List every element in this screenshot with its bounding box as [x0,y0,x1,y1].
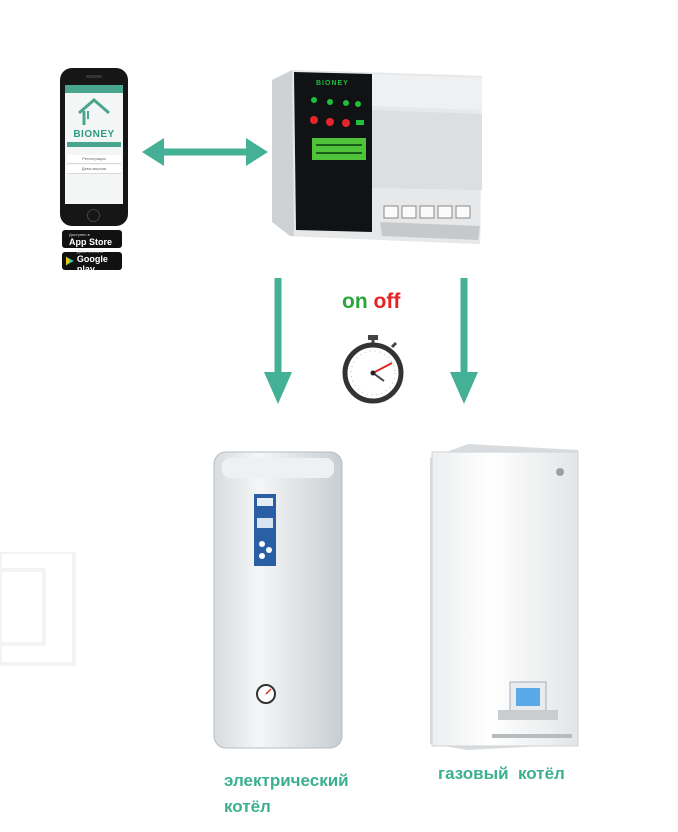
off-text: off [373,290,401,313]
phone-menu-item-register[interactable]: Регистрация [67,155,121,164]
google-play-badge[interactable]: ДОСТУПНО В Google play [62,248,122,274]
phone-home-button [87,209,100,222]
controller-brand: BIONEY [316,80,349,87]
electric-boiler-image [213,451,343,749]
gas-boiler-image [430,444,579,750]
on-off-label: on off [342,290,400,314]
house-logo-icon [78,98,110,125]
electric-boiler-caption: электрический котёл [224,771,349,816]
phone-menu-item-demo[interactable]: Демо-версия [67,165,121,174]
app-store-small-text: Доступно в [69,231,90,237]
down-arrow-right-icon [450,278,478,404]
bidirectional-arrow-icon [142,138,268,166]
controller-indicators [310,97,364,127]
bioney-controller [272,70,482,244]
down-arrow-left-icon [264,278,292,404]
smartphone: BIONEY Регистрация Демо-версия [60,68,128,226]
faint-frame [0,552,76,666]
app-store-text: App Store [69,236,113,247]
phone-screen: BIONEY Регистрация Демо-версия [65,85,123,204]
gas-boiler-caption: газовый котёл [438,764,565,783]
on-text: on [342,290,368,313]
stopwatch-icon [342,335,404,404]
google-play-icon [66,256,74,266]
google-play-small-text: ДОСТУПНО В [76,248,104,254]
phone-brand-text: BIONEY [73,129,115,140]
app-store-badge[interactable]: Доступно в App Store [62,230,122,248]
google-play-text: Google play [76,253,108,274]
controller-buttons[interactable] [383,205,471,219]
phone-status-bar [65,85,123,93]
phone-speaker [86,75,102,78]
phone-menu-header [67,142,121,147]
controller-lcd [312,138,366,160]
